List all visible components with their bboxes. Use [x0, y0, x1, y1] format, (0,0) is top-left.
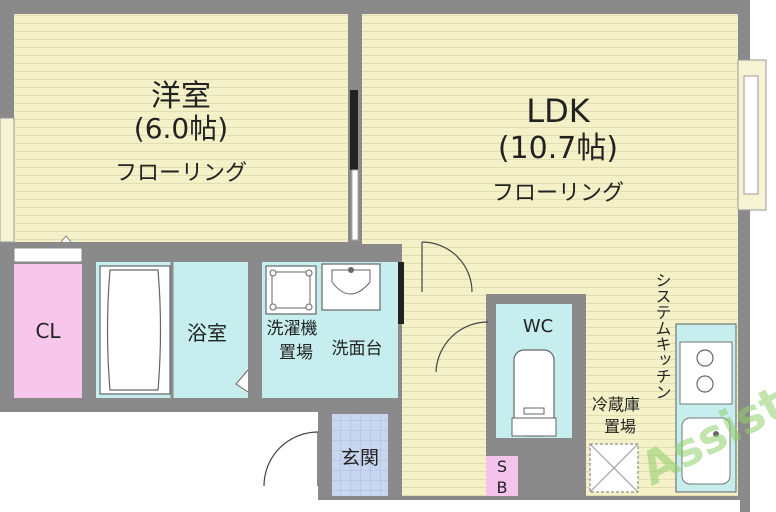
toilet-tank — [511, 417, 557, 437]
entrance-wall — [318, 414, 332, 496]
wall-horizontal — [14, 242, 348, 248]
entrance — [332, 414, 388, 496]
right-wall — [740, 0, 750, 512]
closet — [14, 264, 82, 398]
ldk-size: (10.7帖) — [498, 131, 618, 166]
entrance-label: 玄関 — [341, 447, 379, 469]
sliding-door-open — [351, 169, 359, 241]
bath-door — [235, 369, 249, 393]
washer-corner — [269, 303, 277, 311]
sliding-door — [350, 90, 358, 170]
washer-corner — [305, 303, 313, 311]
toilet-label: WC — [523, 316, 553, 337]
washer-corner — [305, 269, 313, 277]
western-room — [14, 14, 348, 242]
door-swing-wc — [435, 321, 489, 373]
washer-corner — [269, 269, 277, 277]
fridge-label-2: 置場 — [604, 417, 636, 436]
washroom-sliding-door — [398, 262, 404, 324]
western-room-size: (6.0帖) — [134, 112, 228, 145]
ldk-floor: フローリング — [492, 181, 624, 206]
ldk-name: LDK — [526, 92, 590, 130]
western-room-floor: フローリング — [115, 161, 247, 186]
western-room-name: 洋室 — [151, 79, 211, 114]
washer-inner — [271, 271, 311, 309]
laundry-label-1: 洗濯機 — [267, 319, 318, 339]
fridge-label-1: 冷蔵庫 — [592, 395, 640, 414]
shoe-box-label-1: S — [497, 457, 507, 476]
exterior-cutout — [0, 412, 318, 512]
burner-icon — [696, 375, 714, 393]
bath-label: 浴室 — [187, 321, 227, 345]
window-left — [0, 117, 15, 243]
window-right-inner — [743, 75, 759, 195]
ldk-room — [362, 14, 738, 244]
ldk-lower — [402, 244, 738, 294]
wash-bowl — [331, 269, 371, 295]
washroom-label: 洗面台 — [332, 339, 383, 359]
kitchen-label: システムキッチン — [653, 272, 672, 400]
laundry-label-2: 置場 — [279, 343, 313, 363]
hallway — [402, 294, 486, 496]
shoe-box-label-2: B — [497, 478, 508, 497]
shoe-box — [486, 456, 518, 496]
toilet-seat — [523, 407, 545, 415]
stove — [679, 341, 733, 405]
door-swing-ldk — [421, 241, 473, 293]
burner-icon — [696, 349, 714, 367]
faucet-icon — [348, 267, 354, 273]
entrance-door-swing — [263, 431, 319, 487]
closet-door — [13, 247, 83, 263]
closet-label: CL — [35, 319, 61, 343]
bathtub-basin — [106, 269, 162, 391]
sink-drain-icon — [713, 431, 719, 437]
fridge-cross — [589, 443, 639, 493]
